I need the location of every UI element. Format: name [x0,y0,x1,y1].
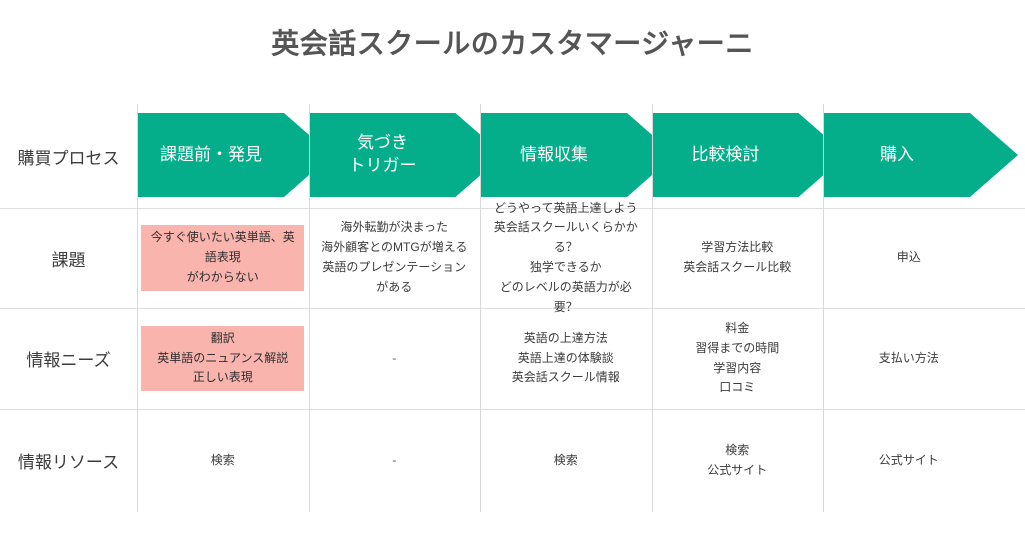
cell-text-issues-3: 学習方法比較 英会話スクール比較 [683,240,792,274]
row-label-info-needs: 情報ニーズ [26,351,111,370]
cell-text-info-needs-4: 支払い方法 [878,350,939,365]
stage-cell-1[interactable]: 気づき トリガー [308,104,504,208]
chevron-arrow-4[interactable]: 購入 [824,113,1018,197]
cell-info-resources-2: 検索 [480,409,652,512]
cell-text-info-resources-2: 検索 [553,452,578,467]
cell-issues-0: 今すぐ使いたい英単語、英語表現 がわからない [137,208,309,308]
cell-info-resources-1: - [308,409,481,512]
cell-info-resources-3: 検索 公式サイト [651,409,824,512]
grid-hrule-1 [0,208,1025,209]
cell-issues-1: 海外転勤が決まった 海外顧客とのMTGが増える 英語のプレゼンテーションがある [308,208,481,308]
chevron-arrow-1[interactable]: 気づき トリガー [309,113,504,197]
cell-info-resources-4: 公式サイト [823,409,995,512]
cell-text-info-needs-0: 翻訳 英単語のニュアンス解説 正しい表現 [141,325,305,392]
cell-text-info-resources-1: - [392,452,397,467]
cell-info-needs-0: 翻訳 英単語のニュアンス解説 正しい表現 [137,308,309,409]
cell-info-needs-4: 支払い方法 [823,308,995,409]
stage-cell-2[interactable]: 情報収集 [480,104,675,208]
cell-info-needs-1: - [308,308,481,409]
cell-text-issues-1: 海外転勤が決まった 海外顧客とのMTGが増える 英語のプレゼンテーションがある [321,220,468,294]
customer-journey-map: 購買プロセス 課題前・発見 気づき トリガー 情報収集 比較検討 購入 [0,104,1025,514]
stage-label-3: 比較検討 [691,144,760,164]
cell-text-info-resources-0: 検索 [210,452,235,467]
stage-label-4: 購入 [880,144,914,164]
cell-info-needs-3: 料金 習得までの時間 学習内容 口コミ [651,308,824,409]
chevron-arrow-3[interactable]: 比較検討 [652,113,847,197]
grid-hrule-3 [0,409,1025,410]
cell-text-issues-2: どうやって英語上達しよう 英会話スクールいくらかかる？ 独学できるか どのレベル… [493,200,638,314]
cell-text-info-needs-2: 英語の上達方法 英語上達の体験談 英会話スクール情報 [511,330,620,385]
stage-label-0: 課題前・発見 [160,144,262,164]
row-label-issues: 課題 [51,250,86,270]
cell-info-resources-0: 検索 [137,409,309,512]
cell-text-info-resources-3: 検索 公式サイト [707,442,768,477]
stage-cell-3[interactable]: 比較検討 [651,104,847,208]
chevron-arrow-0[interactable]: 課題前・発見 [138,113,332,197]
cell-text-info-resources-4: 公式サイト [878,452,939,467]
cell-text-info-needs-1: - [392,350,397,365]
stage-cell-4[interactable]: 購入 [823,104,1018,208]
row-label-info-resources: 情報リソース [17,453,120,472]
cell-text-issues-0: 今すぐ使いたい英単語、英語表現 がわからない [141,225,305,291]
cell-info-needs-2: 英語の上達方法 英語上達の体験談 英会話スクール情報 [480,308,652,409]
page-title: 英会話スクールのカスタマージャーニ [271,28,754,59]
stage-label-1: 気づき トリガー [348,133,417,175]
cell-text-issues-4: 申込 [896,250,921,265]
stage-cell-0[interactable]: 課題前・発見 [137,104,332,208]
row-label-process: 購買プロセス [17,148,120,168]
cell-issues-4: 申込 [823,208,995,308]
cell-issues-3: 学習方法比較 英会話スクール比較 [651,208,824,308]
chevron-arrow-2[interactable]: 情報収集 [481,113,675,197]
journey-grid: 購買プロセス 課題前・発見 気づき トリガー 情報収集 比較検討 購入 [0,104,1025,514]
cell-text-info-needs-3: 料金 習得までの時間 学習内容 口コミ [695,320,780,395]
grid-hrule-2 [0,308,1025,309]
stage-label-2: 情報収集 [520,144,588,164]
cell-issues-2: どうやって英語上達しよう 英会話スクールいくらかかる？ 独学できるか どのレベル… [480,201,652,314]
